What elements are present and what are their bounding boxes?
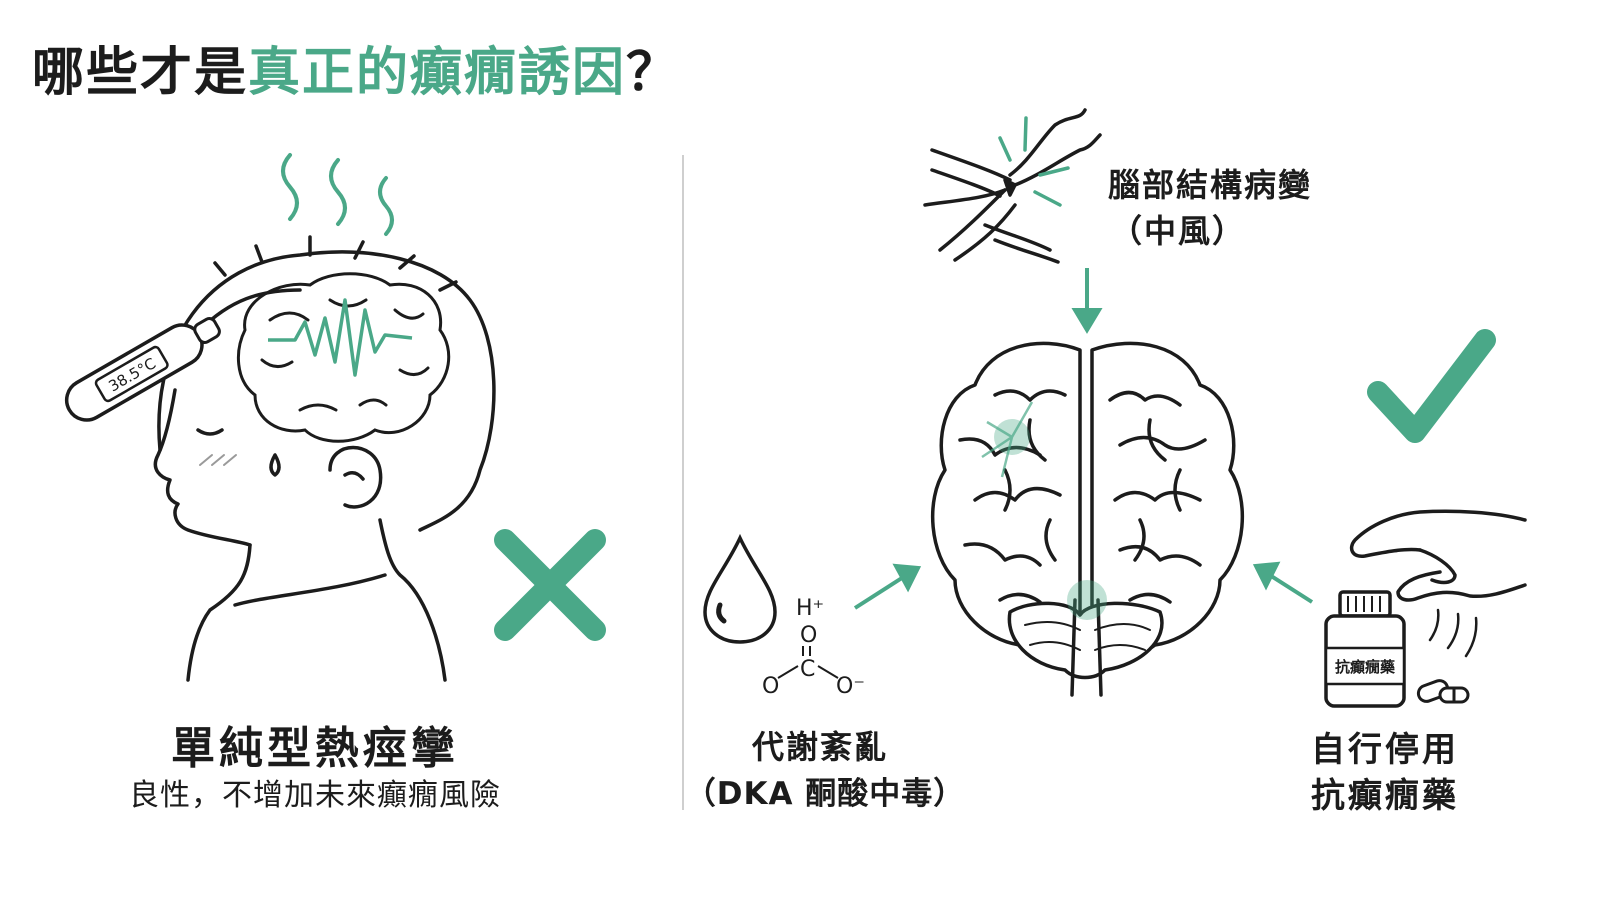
ruptured-vessel-icon (923, 108, 1102, 264)
chem-o-right: O⁻ (836, 674, 865, 699)
hand-icon (1349, 509, 1527, 602)
chem-o-left: O (762, 674, 779, 699)
seizure-wave-icon (268, 298, 413, 377)
rupture-burst-icon (998, 116, 1070, 207)
structural-lesion-label: 腦部結構病變 (1108, 166, 1313, 204)
title-prefix: 哪些才是 (32, 43, 249, 103)
febrile-seizure-label: 單純型熱痙攣 (171, 723, 459, 774)
stop-medication-label: 自行停用 (1311, 730, 1459, 770)
febrile-seizure-description: 良性，不增加未來癲癇風險 (129, 778, 501, 813)
arrow-up-right-icon (853, 563, 922, 610)
title-highlight: 真正的癲癇誘因 (248, 43, 627, 103)
chem-h-ion: H⁺ (796, 596, 824, 621)
check-icon (1367, 329, 1496, 443)
medicine-bottle-icon: 抗癲癇藥 (1324, 590, 1406, 708)
chem-o-top: O (800, 623, 817, 648)
thermometer-icon: 38.5°C (64, 317, 221, 422)
structural-lesion-sublabel: （中風） (1110, 212, 1247, 250)
pills-icon (1416, 679, 1470, 704)
metabolic-sublabel: （DKA 酮酸中毒） (684, 776, 966, 812)
page-title: 哪些才是真正的癲癇誘因？ (32, 30, 680, 105)
lesion-highlight-icon (981, 401, 1107, 620)
bottle-label: 抗癲癇藥 (1335, 658, 1396, 676)
brain-inside-head-icon (236, 272, 451, 443)
child-head-icon (153, 235, 496, 682)
motion-lines-icon (1428, 608, 1478, 658)
drop-icon (703, 533, 777, 644)
title-suffix: ？ (626, 43, 681, 103)
heat-waves-icon (281, 153, 394, 236)
cross-icon (494, 529, 606, 641)
metabolic-label: 代謝紊亂 (751, 728, 888, 766)
stop-medication-sublabel: 抗癲癇藥 (1311, 776, 1459, 816)
arrow-up-left-icon (1252, 561, 1314, 604)
brain-icon (930, 341, 1245, 697)
panel-divider (682, 155, 684, 810)
bicarbonate-formula: H⁺ O C O O⁻ (762, 596, 865, 699)
chem-c: C (800, 657, 815, 682)
arrow-down-icon (1071, 268, 1103, 334)
